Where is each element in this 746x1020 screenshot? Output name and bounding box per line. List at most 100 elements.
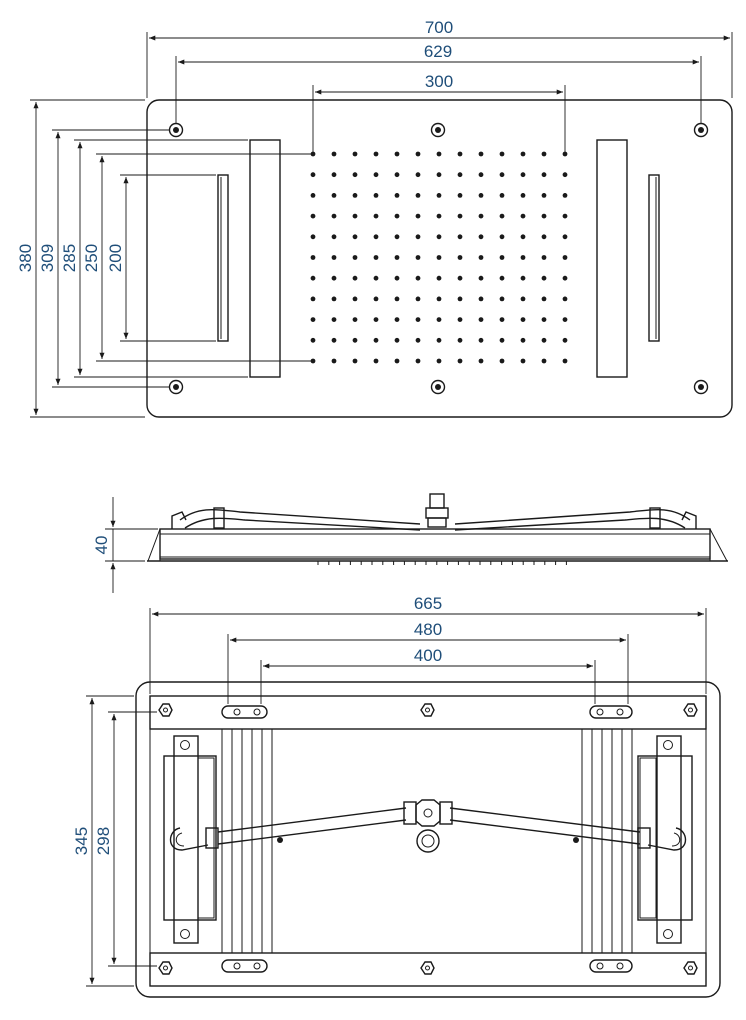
- nozzle-dot: [541, 151, 547, 157]
- nozzle-dot: [457, 358, 463, 364]
- nozzle-dot: [541, 337, 547, 343]
- nozzle-dot: [331, 358, 337, 364]
- nozzle-dot: [310, 234, 316, 240]
- nozzle-dot: [520, 337, 526, 343]
- nozzle-dot: [499, 296, 505, 302]
- slot-icon: [589, 705, 633, 719]
- nozzle-dot: [436, 275, 442, 281]
- nozzle-dot: [352, 151, 358, 157]
- left-waterfall-bar: [249, 139, 281, 378]
- nozzle-dot: [415, 296, 421, 302]
- nozzle-dot: [562, 234, 568, 240]
- water-inlet-icon: [429, 493, 445, 509]
- nozzle-dot: [562, 317, 568, 322]
- nozzle-dot: [352, 255, 358, 260]
- nozzle-dot: [478, 358, 484, 364]
- nozzle-dot: [415, 213, 421, 219]
- nozzle-dot: [415, 234, 421, 240]
- nozzle-dot: [352, 234, 358, 240]
- nozzle-dot: [310, 317, 316, 322]
- nozzle-dot: [520, 213, 526, 219]
- nozzle-dot: [541, 234, 547, 240]
- nozzle-dot: [499, 172, 505, 178]
- nozzle-dot: [415, 151, 421, 157]
- right-light-strip: [648, 174, 660, 342]
- nozzle-dot: [457, 337, 463, 343]
- nozzle-dot: [436, 213, 442, 219]
- screw-icon: [693, 379, 709, 395]
- nozzle-dot: [478, 213, 484, 219]
- nozzle-dot: [478, 234, 484, 240]
- nozzle-dot: [436, 234, 442, 240]
- nut-icon: [420, 703, 435, 717]
- nozzle-dot: [457, 255, 463, 260]
- nozzle-teeth: [317, 561, 567, 565]
- nozzle-dot: [373, 151, 379, 157]
- hex-nuts: [158, 703, 698, 975]
- nozzle-dot: [373, 213, 379, 219]
- nozzle-dot: [331, 275, 337, 281]
- nozzle-dot: [541, 358, 547, 364]
- dim-40: 40: [92, 536, 111, 555]
- nozzle-dot: [457, 234, 463, 240]
- nozzle-dot: [331, 234, 337, 240]
- dim-309: 309: [38, 244, 57, 272]
- bottom-outline: [135, 681, 721, 998]
- nozzle-dot: [394, 151, 400, 157]
- nozzle-dot: [331, 193, 337, 198]
- right-fitting-icon: [649, 507, 661, 529]
- nozzle-dot: [499, 358, 505, 364]
- nozzle-dot: [331, 296, 337, 302]
- nozzle-dot: [478, 337, 484, 343]
- nozzle-dot: [310, 296, 316, 302]
- nozzle-dot: [310, 172, 316, 178]
- mounting-slots: [221, 705, 633, 973]
- bottom-hoses: [169, 799, 687, 853]
- nozzle-dot: [415, 275, 421, 281]
- nozzle-dot: [394, 213, 400, 219]
- nozzle-dot: [415, 172, 421, 178]
- nozzle-dot: [310, 275, 316, 281]
- nozzle-dot: [373, 358, 379, 364]
- nozzle-dot: [352, 296, 358, 302]
- nozzle-dot: [478, 317, 484, 322]
- nozzle-dot: [520, 317, 526, 322]
- dim-300: 300: [425, 72, 453, 91]
- screw-icon: [430, 379, 446, 395]
- nozzle-dot: [352, 172, 358, 178]
- dim-400: 400: [414, 646, 442, 665]
- nozzle-dot: [478, 172, 484, 178]
- bottom-horizontal-dimensions: 665 480 400: [149, 594, 707, 704]
- nozzle-dot: [310, 193, 316, 198]
- nozzle-dot: [457, 296, 463, 302]
- top-horizontal-dimensions: 700 629 300: [146, 18, 733, 152]
- right-hose: [454, 508, 691, 525]
- nozzle-dot: [499, 151, 505, 157]
- nut-icon: [158, 961, 173, 975]
- nozzle-dot: [331, 255, 337, 260]
- nozzle-dot: [394, 296, 400, 302]
- dim-345: 345: [72, 827, 91, 855]
- screw-icon: [430, 122, 446, 138]
- top-vertical-dimensions: 380 309 285 250 200: [16, 99, 311, 418]
- nozzle-dot: [562, 193, 568, 198]
- slot-icon: [589, 959, 633, 973]
- nut-icon: [683, 703, 698, 717]
- inlet-port-icon: [416, 829, 440, 853]
- nozzle-dot: [373, 172, 379, 178]
- nozzle-dot: [541, 172, 547, 178]
- dim-629: 629: [424, 42, 452, 61]
- rain-nozzle-grid: [310, 151, 568, 364]
- nozzle-dot: [394, 317, 400, 322]
- nozzle-dot: [394, 275, 400, 281]
- dim-285: 285: [60, 244, 79, 272]
- nozzle-dot: [331, 337, 337, 343]
- bottom-vertical-dimensions: 345 298: [72, 695, 157, 987]
- left-hose-fitting-icon: [205, 827, 219, 849]
- nozzle-dot: [436, 151, 442, 157]
- nozzle-dot: [499, 255, 505, 260]
- nozzle-dot: [499, 234, 505, 240]
- nozzle-dot: [457, 275, 463, 281]
- nozzle-dot: [331, 213, 337, 219]
